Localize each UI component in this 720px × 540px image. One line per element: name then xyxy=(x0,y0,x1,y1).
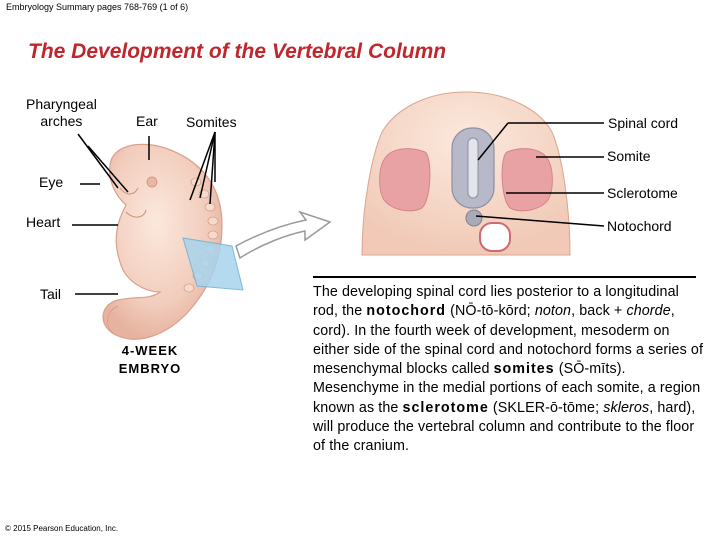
embryo-leader-lines xyxy=(72,131,216,295)
caption-part: , back + xyxy=(571,303,627,320)
label-somites: Somites xyxy=(186,114,237,130)
label-pharyngeal-arches: Pharyngeal arches xyxy=(26,96,97,129)
embryo xyxy=(102,143,244,340)
caption-term-notochord: notochord xyxy=(366,303,447,320)
label-ear: Ear xyxy=(136,113,158,129)
caption-part: (SKLER-ō-tōme; xyxy=(488,399,604,416)
label-tail: Tail xyxy=(40,286,62,302)
copyright-notice: © 2015 Pearson Education, Inc. xyxy=(5,524,119,533)
embryo-title-line2: EMBRYO xyxy=(118,361,182,376)
caption-text: The developing spinal cord lies posterio… xyxy=(313,283,705,457)
caption-term-somites: somites xyxy=(493,361,555,378)
label-eye: Eye xyxy=(39,174,64,190)
page-header: Embryology Summary pages 768-769 (1 of 6… xyxy=(6,2,189,12)
caption-part: The developing spinal cord lies posterio… xyxy=(313,284,679,320)
cross-section xyxy=(361,91,571,256)
embryo-title: 4-WEEK EMBRYO xyxy=(108,342,192,378)
page-title: The Development of the Vertebral Column xyxy=(28,40,447,63)
caption-part: , hard), will produce the vertebral colu… xyxy=(313,399,696,455)
caption-part: (NŌ-tō-kōrd; xyxy=(446,303,535,320)
caption-etymology: chorde xyxy=(626,303,671,320)
caption-etymology: skleros xyxy=(603,399,650,416)
section-leader-lines xyxy=(475,122,605,227)
caption-part: (SŌ-mīts). Mesenchyme in the medial port… xyxy=(313,361,701,416)
embryo-title-line1: 4-WEEK xyxy=(121,343,179,358)
caption-etymology: noton xyxy=(534,303,572,320)
label-spinal-cord: Spinal cord xyxy=(608,115,679,131)
label-somite: Somite xyxy=(607,148,651,164)
label-heart: Heart xyxy=(26,214,61,230)
label-sclerotome: Sclerotome xyxy=(607,185,678,201)
caption-part: , cord). In the fourth week of developme… xyxy=(313,303,704,378)
caption-term-sclerotome: sclerotome xyxy=(402,399,489,416)
arrow-icon xyxy=(235,210,332,260)
label-notochord: Notochord xyxy=(607,218,672,234)
